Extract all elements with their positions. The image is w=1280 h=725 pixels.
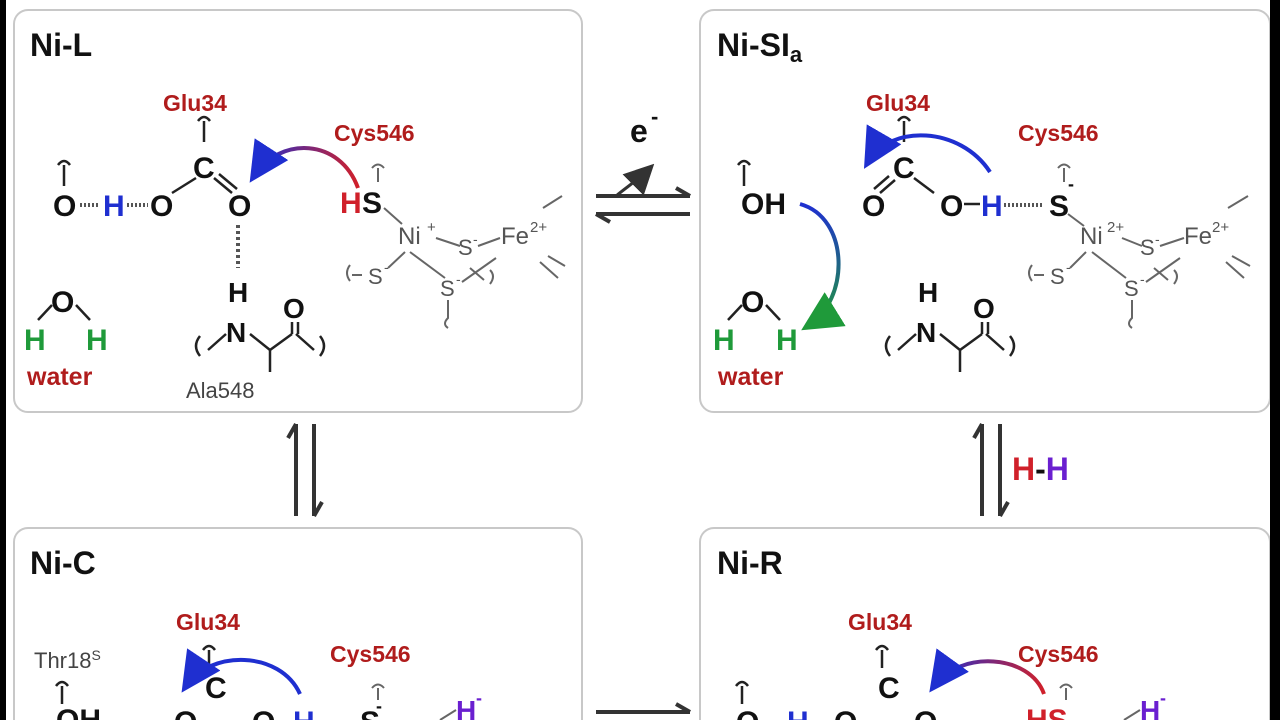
left-black-bar	[0, 0, 6, 720]
nickel-atom: Ni	[1080, 223, 1103, 250]
oxygen-atom: O	[741, 286, 764, 319]
nitrogen-atom: N	[916, 317, 936, 348]
panel-ni-c: Ni-C Glu34 Cys546 Thr18S OH C O O H S - …	[13, 527, 583, 725]
electron-label: e	[630, 113, 648, 149]
oxygen-atom: O	[736, 706, 759, 720]
oxygen-atom: O	[51, 286, 74, 319]
panel-title: Ni-L	[30, 27, 92, 63]
minus-charge: -	[376, 696, 382, 716]
minus-charge: -	[456, 271, 461, 287]
panel-title: Ni-C	[30, 545, 96, 581]
water-label: water	[26, 363, 93, 391]
hydrogen-atom: H	[981, 190, 1003, 223]
glu34-label: Glu34	[163, 90, 227, 116]
oxygen-atom: O	[834, 706, 857, 720]
panel-ni-l: Ni-L Glu34 Cys546 C O O O H H S	[13, 9, 583, 413]
oxygen-atom: O	[174, 706, 197, 720]
carbon-atom: C	[205, 672, 227, 705]
panel-title: Ni-SIa	[717, 27, 803, 67]
thiol-group: HS	[1026, 704, 1068, 720]
hydrogen-atom: H	[228, 277, 248, 308]
iron-charge: 2+	[1212, 219, 1229, 236]
thr18-label: Thr18S	[34, 647, 101, 673]
hydride-charge: -	[476, 688, 482, 708]
electron-charge: -	[651, 104, 658, 129]
cys546-label: Cys546	[1018, 641, 1099, 667]
sulfur-atom: S	[362, 187, 382, 220]
nitrogen-atom: N	[226, 317, 246, 348]
sulfur-atom: S	[1049, 190, 1069, 223]
carbon-atom: C	[878, 672, 900, 705]
panel-ni-sia: Ni-SIa Glu34 Cys546 OH C O O H S - Ni	[699, 9, 1271, 413]
oxygen-atom: O	[150, 190, 173, 223]
hydrogen-atom: H	[713, 324, 735, 357]
minus-charge: -	[1068, 174, 1074, 194]
panel-title: Ni-R	[717, 545, 783, 581]
iron-atom: Fe	[501, 223, 529, 250]
hydrogen-atom: H	[787, 706, 809, 720]
hydrogen-atom: H	[776, 324, 798, 357]
cys546-label: Cys546	[334, 120, 415, 146]
glu34-label: Glu34	[866, 90, 930, 116]
hydrogen-atom: H	[103, 190, 125, 223]
hydroxyl-group: OH	[741, 188, 786, 221]
hydrogen-atom: H	[340, 187, 362, 220]
cys546-label: Cys546	[1018, 120, 1099, 146]
equilibrium-arrows-left	[286, 423, 324, 517]
hydride-charge: -	[1160, 688, 1166, 708]
water-label: water	[717, 363, 784, 391]
oxygen-atom: O	[252, 706, 275, 720]
cys546-label: Cys546	[330, 641, 411, 667]
sulfur-atom: S	[1124, 276, 1139, 301]
sulfur-atom: S	[1050, 264, 1065, 289]
nickel-charge: 2+	[1107, 219, 1124, 236]
sulfur-atom: S	[1140, 235, 1155, 260]
minus-charge: -	[1140, 271, 1145, 287]
hydride-atom: H	[456, 695, 476, 720]
minus-charge: -	[1155, 231, 1160, 247]
carbon-atom: C	[193, 152, 215, 185]
hydrogen-atom: H	[86, 324, 108, 357]
ala548-label: Ala548	[186, 378, 255, 403]
minus-charge: -	[384, 259, 389, 275]
hydride-atom: H	[1140, 695, 1160, 720]
oxygen-atom: O	[283, 293, 305, 324]
nickel-charge: +	[427, 219, 436, 236]
equilibrium-arrows-top: e -	[595, 104, 691, 224]
hydroxyl-group: OH	[56, 704, 101, 720]
sulfur-atom: S	[440, 276, 455, 301]
carbon-atom: C	[893, 152, 915, 185]
hydrogen-atom: H	[293, 706, 315, 720]
nickel-atom: Ni	[398, 223, 421, 250]
sulfur-atom: S	[458, 235, 473, 260]
oxygen-atom: O	[973, 293, 995, 324]
minus-charge: -	[473, 231, 478, 247]
glu34-label: Glu34	[176, 609, 240, 635]
glu34-label: Glu34	[848, 609, 912, 635]
sulfur-atom: S	[368, 264, 383, 289]
oxygen-atom: O	[914, 706, 937, 720]
minus-charge: -	[1066, 259, 1071, 275]
oxygen-atom: O	[940, 190, 963, 223]
right-black-bar	[1270, 0, 1280, 720]
hydrogen-atom: H	[24, 324, 46, 357]
h2-label: H-H	[1012, 451, 1069, 487]
oxygen-atom: O	[862, 190, 885, 223]
equilibrium-arrows-right: H-H	[972, 423, 1069, 517]
arrow-bottom	[596, 702, 691, 714]
oxygen-atom: O	[228, 190, 251, 223]
panel-ni-r: Ni-R Glu34 Cys546 O H O C O HS H -	[699, 527, 1271, 725]
iron-atom: Fe	[1184, 223, 1212, 250]
iron-charge: 2+	[530, 219, 547, 236]
hydrogen-atom: H	[918, 277, 938, 308]
oxygen-atom: O	[53, 190, 76, 223]
